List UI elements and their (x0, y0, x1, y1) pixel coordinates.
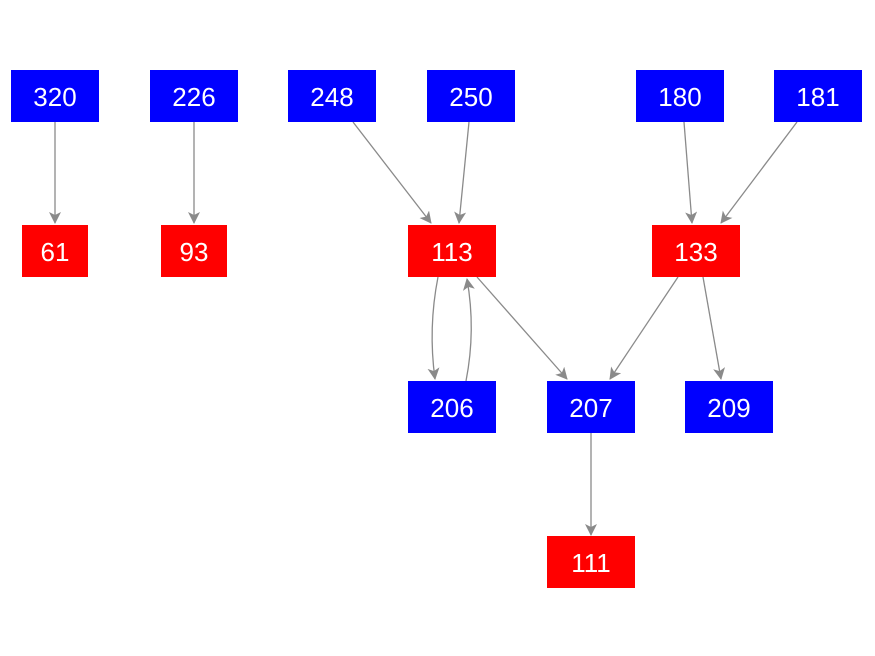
node-209[interactable]: 209 (685, 381, 773, 433)
node-207[interactable]: 207 (547, 381, 635, 433)
node-248-box (288, 70, 376, 122)
node-180-label: 180 (658, 82, 701, 112)
node-320-label: 320 (33, 82, 76, 112)
edge-248-to-113 (352, 121, 432, 224)
node-93[interactable]: 93 (161, 225, 227, 277)
node-250-box (427, 70, 515, 122)
node-113-label: 113 (431, 237, 472, 267)
node-226-label: 226 (172, 82, 215, 112)
node-111[interactable]: 111 (547, 536, 635, 588)
node-61-box (22, 225, 88, 277)
node-113-box (408, 225, 496, 277)
node-207-label: 207 (569, 393, 612, 423)
node-209-box (685, 381, 773, 433)
node-248[interactable]: 248 (288, 70, 376, 122)
node-226[interactable]: 226 (150, 70, 238, 122)
node-180-box (636, 70, 724, 122)
node-207-box (547, 381, 635, 433)
node-61[interactable]: 61 (22, 225, 88, 277)
node-206[interactable]: 206 (408, 381, 496, 433)
edge-180-to-133 (683, 121, 698, 224)
node-250-label: 250 (449, 82, 492, 112)
node-180[interactable]: 180 (636, 70, 724, 122)
edge-250-to-113 (454, 121, 470, 224)
node-133-box (652, 225, 740, 277)
edge-113-to-207 (476, 276, 568, 380)
node-206-box (408, 381, 496, 433)
edge-181-to-133 (720, 121, 798, 224)
node-320-box (11, 70, 99, 122)
node-206-label: 206 (430, 393, 473, 423)
node-113[interactable]: 113 (408, 225, 496, 277)
edge-133-to-209 (702, 276, 725, 380)
node-248-label: 248 (310, 82, 353, 112)
node-111-label: 111 (571, 548, 611, 578)
edge-206-to-113 (463, 278, 475, 382)
edges-layer (49, 121, 798, 536)
node-133[interactable]: 133 (652, 225, 740, 277)
node-93-box (161, 225, 227, 277)
node-226-box (150, 70, 238, 122)
node-93-label: 93 (180, 237, 209, 267)
edge-133-to-207 (609, 276, 679, 380)
node-250[interactable]: 250 (427, 70, 515, 122)
node-61-label: 61 (41, 237, 70, 267)
node-133-label: 133 (674, 237, 717, 267)
node-111-box (547, 536, 635, 588)
node-320[interactable]: 320 (11, 70, 99, 122)
nodes-layer: 320 226 248 250 180 181 61 93 113 133 206 207 209 111 (11, 70, 862, 588)
node-209-label: 209 (707, 393, 750, 423)
node-181[interactable]: 181 (774, 70, 862, 122)
edge-113-to-206 (427, 276, 440, 380)
node-181-box (774, 70, 862, 122)
node-181-label: 181 (796, 82, 839, 112)
